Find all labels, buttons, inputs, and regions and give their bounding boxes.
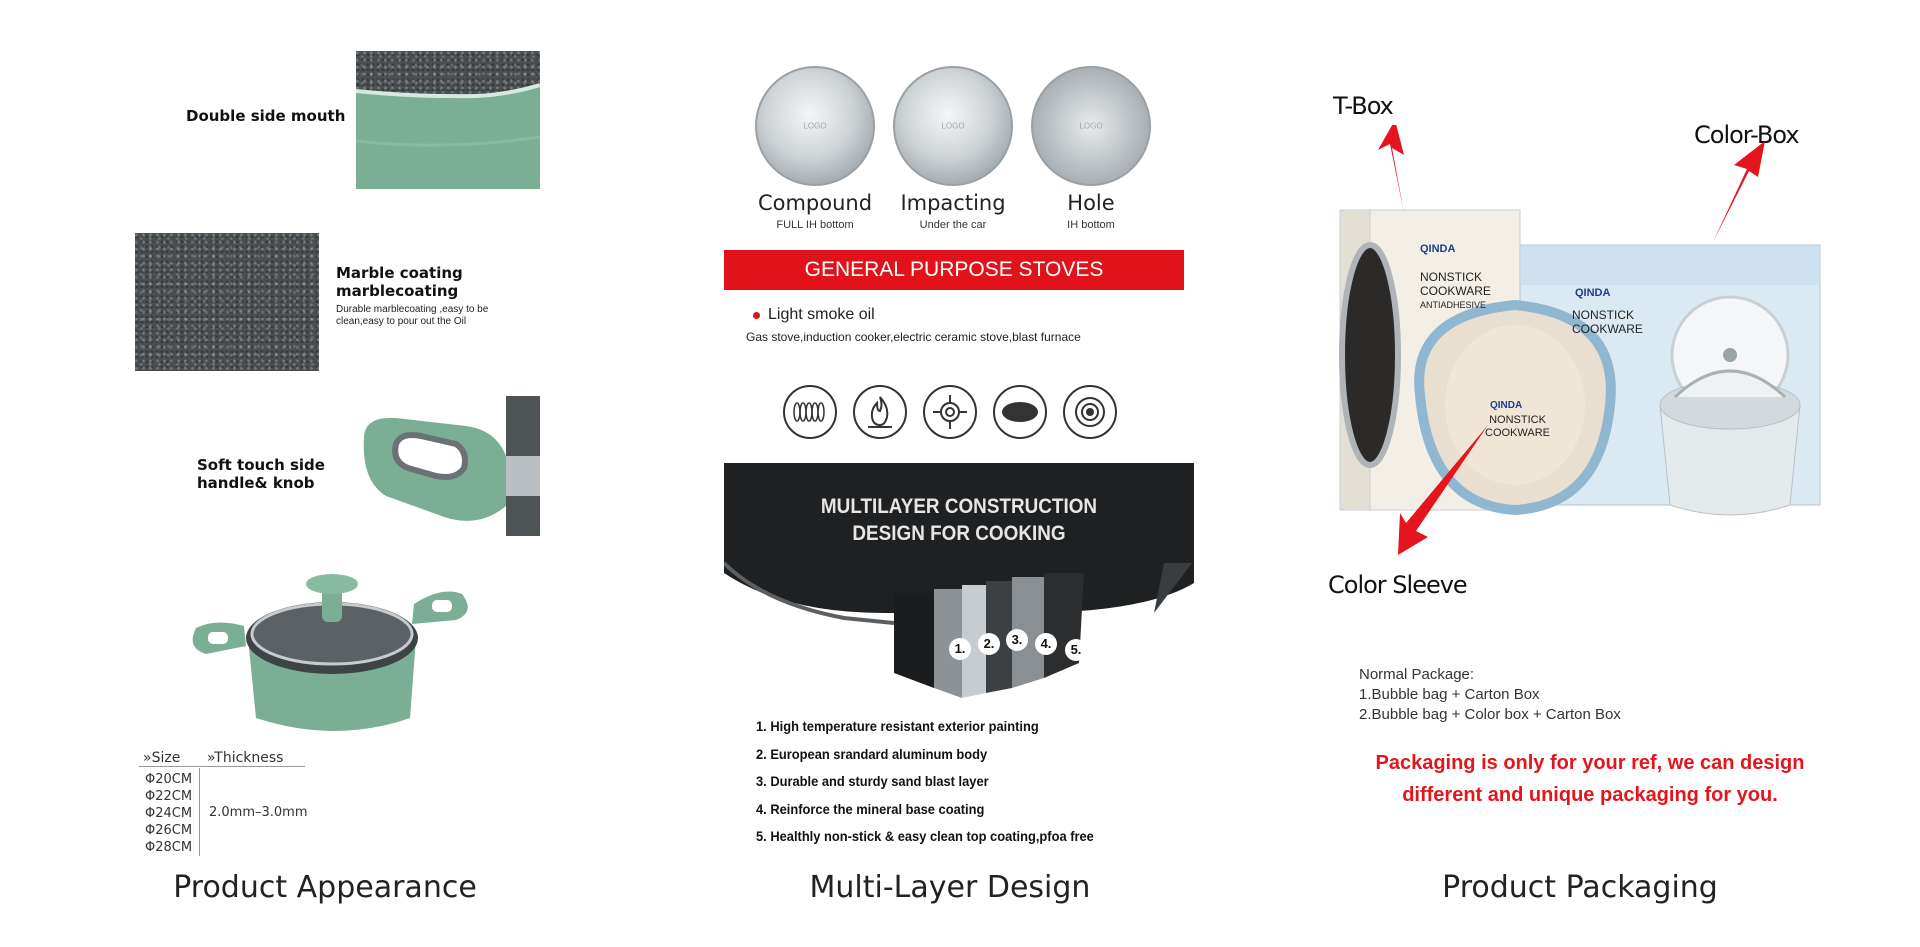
layer-number-markers: 1. 2. 3. 4. 5.	[724, 463, 1194, 703]
ceramic-plate-icon	[993, 385, 1047, 439]
double-side-mouth-image	[356, 51, 540, 189]
t-box-label: T-Box	[1333, 92, 1394, 120]
size-value: Φ28CM	[145, 840, 193, 855]
t-box-line-2: COOKWARE	[1420, 284, 1491, 298]
layer-item: 5. Healthly non-stick & easy clean top c…	[756, 828, 1094, 844]
thickness-header: »Thickness	[207, 750, 284, 766]
color-box-brand: QINDA	[1575, 287, 1611, 299]
marble-coating-title: Marble coating	[336, 264, 463, 282]
disc-logo: LOGO	[941, 121, 965, 131]
hole-bottom-disc: LOGO	[1031, 66, 1151, 186]
pan-title-line-1: MULTILAYER CONSTRUCTION	[820, 495, 1098, 518]
size-table: »Size »Thickness Φ20CM Φ22CM Φ24CM Φ26CM…	[139, 748, 309, 856]
layer-item: 3. Durable and sturdy sand blast layer	[756, 773, 989, 789]
size-header: »Size	[143, 750, 181, 766]
layer-list: 1. High temperature resistant exterior p…	[756, 713, 1196, 851]
normal-package-title: Normal Package:	[1359, 666, 1475, 683]
induction-icon	[1063, 385, 1117, 439]
thickness-value: 2.0mm–3.0mm	[209, 805, 308, 820]
disc-title-hole: Hole	[1067, 191, 1115, 215]
color-sleeve-label: Color Sleeve	[1328, 571, 1468, 599]
sleeve-line-2: COOKWARE	[1485, 427, 1550, 439]
disc-logo: LOGO	[1079, 121, 1103, 131]
layer-number-1: 1.	[949, 638, 971, 660]
light-smoke-oil-label: Light smoke oil	[768, 306, 875, 323]
size-value: Φ20CM	[145, 772, 193, 787]
marble-coating-subtitle: marblecoating	[336, 282, 459, 300]
disc-title-compound: Compound	[757, 191, 873, 215]
layer-number-2: 2.	[978, 633, 1000, 655]
color-box-text: NONSTICK COOKWARE	[1572, 308, 1643, 336]
size-value: Φ26CM	[145, 823, 193, 838]
t-box-text: NONSTICK COOKWARE ANTIADHESIVE	[1420, 270, 1491, 312]
disc-subtitle-hole: IH bottom	[1067, 219, 1115, 231]
handle-label-line-2: handle& knob	[197, 474, 315, 492]
green-pot-image	[192, 574, 468, 731]
multilayer-pan-illustration: MULTILAYER CONSTRUCTION DESIGN FOR COOKI…	[724, 463, 1194, 703]
multilayer-pan-title: MULTILAYER CONSTRUCTION DESIGN FOR COOKI…	[748, 493, 1171, 547]
gas-burner-icon	[923, 385, 977, 439]
color-box-line-2: COOKWARE	[1572, 322, 1643, 336]
coil-stove-icon	[783, 385, 837, 439]
normal-package-notes: Normal Package: 1.Bubble bag + Carton Bo…	[1359, 665, 1621, 725]
t-box-line-1: NONSTICK	[1420, 270, 1483, 284]
marble-coating-swatch	[135, 233, 319, 371]
layer-item: 1. High temperature resistant exterior p…	[756, 718, 1039, 734]
color-box-line-1: NONSTICK	[1572, 308, 1635, 322]
t-box-brand: QINDA	[1420, 243, 1456, 255]
caption-multi-layer-design: Multi-Layer Design	[809, 870, 1091, 905]
sleeve-text: NONSTICK COOKWARE	[1485, 414, 1550, 440]
layer-number-5: 5.	[1065, 639, 1087, 661]
disc-subtitle-compound: FULL IH bottom	[776, 219, 854, 231]
layer-item: 2. European srandard aluminum body	[756, 745, 988, 762]
color-box-label: Color-Box	[1694, 121, 1800, 149]
packaging-illustration	[1339, 125, 1821, 555]
pan-title-line-2: DESIGN FOR COOKING	[852, 522, 1066, 545]
stove-types-text: Gas stove,induction cooker,electric cera…	[746, 330, 1081, 344]
sleeve-line-1: NONSTICK	[1489, 414, 1546, 426]
caption-product-appearance: Product Appearance	[173, 870, 477, 905]
disc-title-impacting: Impacting	[900, 191, 1006, 215]
soft-touch-handle-image	[363, 396, 540, 536]
bullet-dot	[753, 312, 760, 319]
package-option-2: 2.Bubble bag + Color box + Carton Box	[1359, 706, 1621, 723]
t-box-line-3: ANTIADHESIVE	[1420, 300, 1487, 310]
sleeve-brand: QINDA	[1490, 400, 1523, 411]
layer-number-3: 3.	[1006, 629, 1028, 651]
caption-product-packaging: Product Packaging	[1442, 870, 1718, 905]
size-value: Φ22CM	[145, 789, 193, 804]
marble-coating-description: Durable marblecoating ,easy to be clean,…	[336, 304, 489, 327]
gas-flame-icon	[853, 385, 907, 439]
packaging-disclaimer-line-2: different and unique packaging for you.	[1402, 784, 1778, 806]
disc-logo: LOGO	[803, 121, 827, 131]
compound-bottom-disc: LOGO	[755, 66, 875, 186]
layer-item: 4. Reinforce the mineral base coating	[756, 800, 985, 817]
layer-number-4: 4.	[1035, 633, 1057, 655]
double-side-mouth-label: Double side mouth	[186, 107, 346, 125]
package-option-1: 1.Bubble bag + Carton Box	[1359, 686, 1540, 703]
impacting-bottom-disc: LOGO	[893, 66, 1013, 186]
packaging-disclaimer: Packaging is only for your ref, we can d…	[1330, 747, 1850, 811]
size-value: Φ24CM	[145, 806, 193, 821]
packaging-disclaimer-line-1: Packaging is only for your ref, we can d…	[1375, 752, 1805, 774]
disc-subtitle-impacting: Under the car	[919, 219, 987, 231]
general-purpose-stoves-banner: GENERAL PURPOSE STOVES	[724, 250, 1184, 290]
handle-label-line-1: Soft touch side	[197, 456, 325, 474]
size-list: Φ20CM Φ22CM Φ24CM Φ26CM Φ28CM	[145, 771, 192, 856]
